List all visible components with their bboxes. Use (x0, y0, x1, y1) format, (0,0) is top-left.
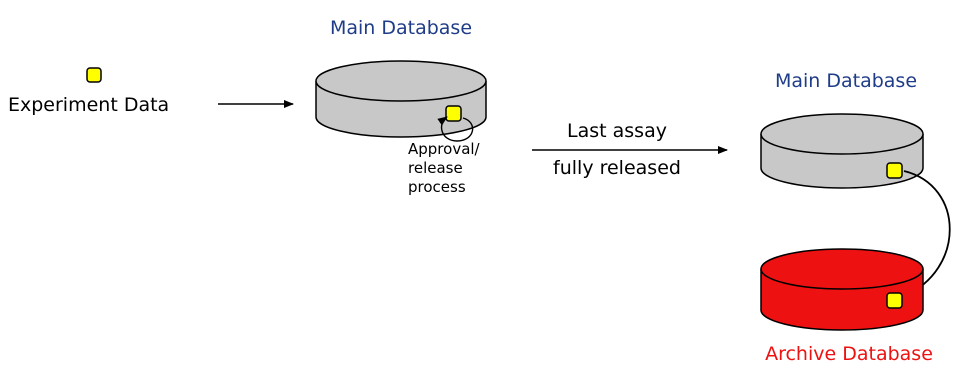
archive-database-icon (760, 248, 924, 331)
approval-process-label: Approval/ release process (408, 140, 484, 196)
approval-line-2: release (408, 159, 463, 177)
main-database-left-label: Main Database (330, 17, 472, 39)
main-database-right-label: Main Database (775, 70, 917, 92)
transition-label-line-1: Last assay (567, 120, 667, 142)
experiment-record-icon (86, 67, 102, 83)
main-database-left-icon (315, 60, 487, 138)
transition-label-line-2: fully released (553, 157, 681, 179)
experiment-data-label: Experiment Data (8, 94, 169, 116)
archive-database-label: Archive Database (765, 343, 933, 365)
archived-record-icon (886, 292, 903, 309)
released-record-icon (886, 162, 903, 179)
approval-line-3: process (408, 178, 466, 196)
approval-loop-arrow (437, 116, 474, 142)
pending-record-icon (445, 105, 462, 122)
approval-line-1: Approval/ (408, 140, 481, 158)
main-database-right-icon (760, 113, 924, 189)
